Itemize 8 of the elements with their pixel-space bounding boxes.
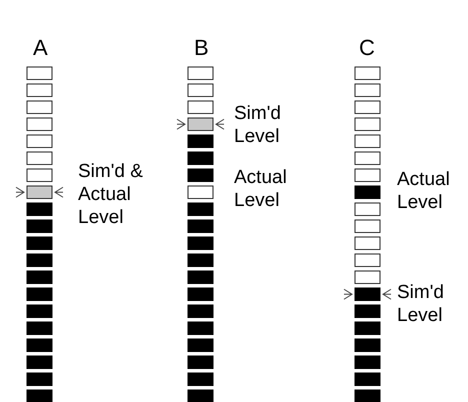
column-letter: C <box>359 36 375 60</box>
level-label: Actual Level <box>234 166 288 212</box>
level-label: Sim'd & Actual Level <box>78 160 144 229</box>
column-letter: A <box>33 36 48 60</box>
level-label: Sim'd Level <box>234 102 282 148</box>
level-label: Sim'd Level <box>397 281 445 327</box>
level-label: Actual Level <box>397 168 451 214</box>
column-letter: B <box>194 36 209 60</box>
